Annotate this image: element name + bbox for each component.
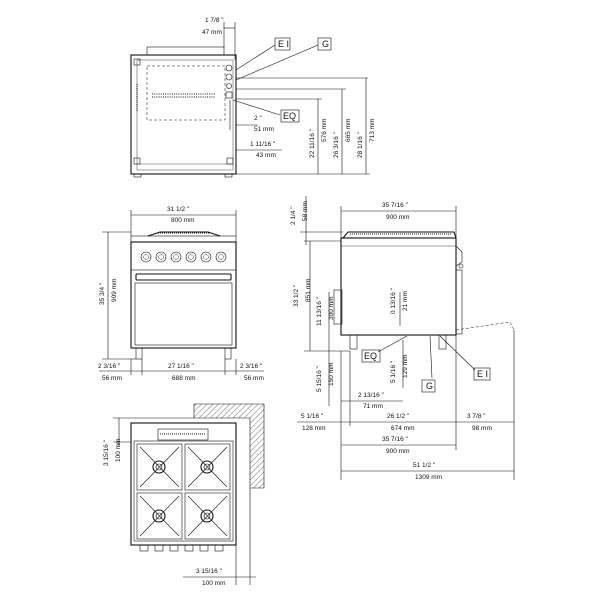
dim-side-h-in: 33 1/2 " bbox=[293, 284, 300, 307]
dim-front-left-in: 2 3/16 " bbox=[98, 363, 121, 370]
tag-ei-top bbox=[274, 37, 291, 51]
dim-side-w-mm: 900 mm bbox=[386, 214, 409, 221]
svg-text:G: G bbox=[426, 381, 433, 391]
dim-plan-v-in: 3 15/16 " bbox=[103, 440, 110, 466]
control-knobs bbox=[140, 251, 227, 263]
dim-rear-h1-mm: 576 mm bbox=[321, 119, 328, 142]
dim-side-top-mm: 58 mm bbox=[302, 201, 309, 221]
dim-side-b1-in: 5 1/16 " bbox=[301, 413, 324, 420]
dim-rear-d3-in: 1 11/16 " bbox=[250, 141, 276, 148]
dim-side-top-in: 2 1/4 " bbox=[290, 206, 297, 225]
dim-side-b5-mm: 1309 mm bbox=[415, 474, 442, 481]
svg-text:E I: E I bbox=[477, 369, 488, 379]
oven-handle bbox=[135, 273, 232, 281]
dim-side-h3-in: 0 13/16 " bbox=[390, 288, 397, 314]
dim-front-right-in: 2 3/16 " bbox=[240, 363, 263, 370]
dim-front-right-mm: 56 mm bbox=[244, 375, 264, 382]
svg-text:E I: E I bbox=[278, 39, 289, 49]
svg-text:G: G bbox=[322, 39, 329, 49]
dim-side-h-mm: 851 mm bbox=[305, 279, 312, 302]
front-knob-row bbox=[139, 544, 224, 552]
tag-g-side bbox=[421, 379, 436, 393]
dim-rear-h2-mm: 665 mm bbox=[345, 119, 352, 142]
dim-front-left-mm: 56 mm bbox=[102, 375, 122, 382]
dim-side-b4-in: 35 7/16 " bbox=[382, 436, 408, 443]
dim-side-h2-in: 11 13/16 " bbox=[316, 296, 323, 326]
rear-view bbox=[130, 46, 237, 178]
dim-rear-h2-in: 26 3/16 " bbox=[333, 132, 340, 158]
dim-side-b1-mm: 128 mm bbox=[302, 425, 325, 432]
tag-ei-side bbox=[473, 367, 491, 381]
dim-side-d1-mm: 71 mm bbox=[363, 403, 383, 410]
dim-side-b3-in: 3 7/8 " bbox=[467, 413, 486, 420]
svg-text:EQ: EQ bbox=[364, 351, 377, 361]
tag-g-top bbox=[317, 37, 332, 51]
dim-rear-h3-in: 28 1/16 " bbox=[357, 132, 364, 158]
dim-plan-v-mm: 100 mm bbox=[115, 439, 122, 462]
wall-hatch bbox=[193, 403, 265, 489]
dim-side-b3-mm: 98 mm bbox=[472, 425, 492, 432]
side-dimensions: 35 7/16 " 900 mm 2 1/4 " 58 mm 33 1/2 " … bbox=[290, 196, 515, 481]
dim-front-w-mm: 800 mm bbox=[171, 217, 194, 224]
dim-front-mid-mm: 688 mm bbox=[172, 375, 195, 382]
dim-side-h5-in: 5 1/16 " bbox=[390, 360, 397, 383]
dim-rear-d2-mm: 51 mm bbox=[254, 126, 274, 133]
dim-front-w-in: 31 1/2 " bbox=[167, 206, 190, 213]
dim-side-b2-mm: 674 mm bbox=[391, 425, 414, 432]
dim-side-h3-mm: 21 mm bbox=[402, 291, 409, 311]
dim-side-b2-in: 26 1/2 " bbox=[387, 413, 410, 420]
dim-rear-h3-mm: 713 mm bbox=[369, 119, 376, 142]
front-dimensions: 31 1/2 " 800 mm 35 3/4 " 909 mm 2 3/16 "… bbox=[98, 206, 264, 382]
burner-grates bbox=[136, 443, 231, 540]
side-view bbox=[333, 231, 464, 350]
dim-side-h4-in: 5 15/16 " bbox=[316, 366, 323, 392]
dim-front-h-in: 35 3/4 " bbox=[99, 282, 106, 305]
tag-eq-side bbox=[361, 349, 381, 363]
dim-rear-d1-mm: 47 mm bbox=[202, 29, 222, 36]
plan-dimensions: 3 15/16 " 100 mm 3 15/16 " 100 mm bbox=[103, 417, 256, 587]
dim-front-h-mm: 909 mm bbox=[111, 279, 118, 302]
rear-vent-slots bbox=[152, 93, 215, 98]
dim-side-b5-in: 51 1/2 " bbox=[413, 462, 436, 469]
dim-rear-d2-in: 2 " bbox=[254, 115, 262, 122]
dim-front-mid-in: 27 1/16 " bbox=[168, 363, 194, 370]
dim-plan-h-in: 3 15/16 " bbox=[196, 568, 222, 575]
dim-rear-d3-mm: 43 mm bbox=[256, 152, 276, 159]
dim-side-h2-mm: 300 mm bbox=[328, 297, 335, 320]
dim-side-w-in: 35 7/16 " bbox=[382, 202, 408, 209]
svg-text:EQ: EQ bbox=[283, 111, 296, 121]
rear-dimensions: 1 7/8 " 47 mm 2 " 51 mm 1 11/16 " 43 mm … bbox=[202, 17, 376, 175]
dim-side-h4-mm: 150 mm bbox=[328, 363, 335, 386]
dim-side-h5-mm: 129 mm bbox=[402, 355, 409, 378]
dim-side-d1-in: 2 13/16 " bbox=[358, 392, 384, 399]
tag-eq-top bbox=[280, 109, 300, 123]
dim-plan-h-mm: 100 mm bbox=[202, 580, 225, 587]
plan-view bbox=[130, 403, 265, 552]
dim-side-b4-mm: 900 mm bbox=[386, 448, 409, 455]
dim-rear-d1-in: 1 7/8 " bbox=[205, 17, 224, 24]
dim-rear-h1-in: 22 11/16 " bbox=[309, 128, 316, 158]
front-view bbox=[130, 231, 237, 360]
